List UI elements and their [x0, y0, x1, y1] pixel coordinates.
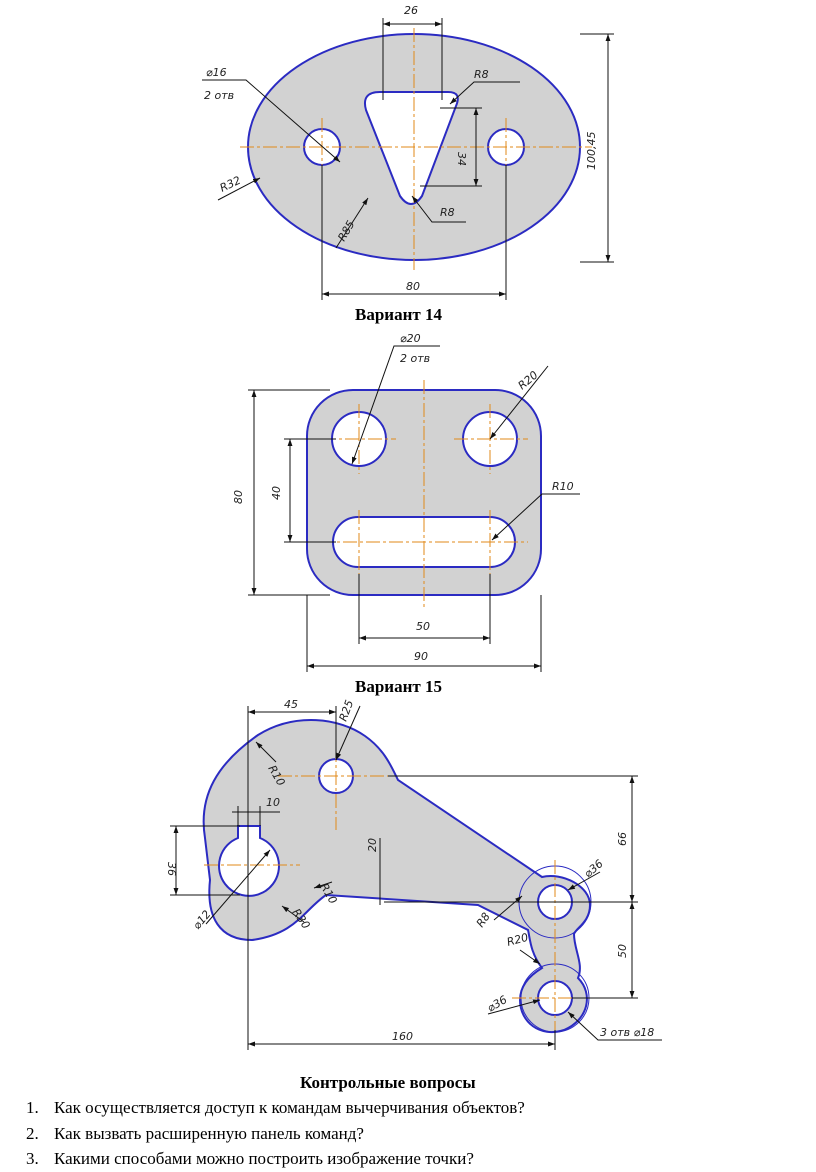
v16-dim-50: 50 — [616, 944, 629, 958]
v14-dim-r32: R32 — [218, 174, 243, 195]
v14-triangular-cutout — [364, 91, 459, 205]
v16-dim-10: 10 — [266, 796, 280, 809]
v14-dim-26: 26 — [404, 4, 418, 17]
question-number: 1. — [26, 1098, 39, 1117]
v14-dim-r8-bottom: R8 — [440, 206, 455, 219]
v16-dim-r20: R20 — [505, 931, 529, 949]
v16-keyed-bore — [218, 825, 280, 897]
variant-14-caption: Вариант 14 — [355, 305, 442, 324]
v16-dim-20: 20 — [366, 838, 379, 852]
variant-15-caption: Вариант 15 — [355, 677, 442, 696]
v15-dim-r20: R20 — [516, 368, 541, 392]
question-item: 3. Какими способами можно построить изобр… — [26, 1149, 474, 1169]
v16-dim-36-left: 36 — [165, 862, 178, 876]
v16-dim-phi36-top: ⌀36 — [582, 857, 606, 880]
v14-dim-r8-top: R8 — [474, 68, 489, 81]
question-item: 1. Как осуществляется доступ к командам в… — [26, 1098, 525, 1118]
question-number: 3. — [26, 1149, 39, 1168]
questions-title: Контрольные вопросы — [300, 1073, 476, 1092]
v15-dim-50: 50 — [416, 620, 430, 633]
question-text: Как вызвать расширенную панель команд? — [54, 1124, 364, 1143]
question-text: Как осуществляется доступ к командам выч… — [54, 1098, 525, 1117]
v14-dim-2holes: 2 отв — [204, 89, 234, 102]
v16-dim-3holes: 3 отв ⌀18 — [600, 1026, 654, 1039]
question-item: 2. Как вызвать расширенную панель команд? — [26, 1124, 364, 1144]
v16-dim-66: 66 — [616, 832, 629, 846]
v14-dim-100-45: 100,45 — [585, 132, 598, 171]
v15-dim-phi20: ⌀20 — [400, 332, 421, 345]
v15-dim-r10: R10 — [552, 480, 574, 493]
v14-dim-80: 80 — [406, 280, 420, 293]
question-text: Какими способами можно построить изображ… — [54, 1149, 474, 1168]
v16-dim-45: 45 — [284, 698, 298, 711]
v15-dim-40: 40 — [270, 486, 283, 500]
v16-lever-body — [202, 719, 592, 1033]
v16-dim-r25: R25 — [337, 698, 357, 723]
v15-dim-2holes: 2 отв — [400, 352, 430, 365]
v16-dim-phi12: ⌀12 — [190, 908, 213, 932]
v16-dim-160: 160 — [392, 1030, 413, 1043]
v14-dim-34: 34 — [455, 152, 468, 166]
variant-16-drawing: 45 R25 R10 10 36 20 66 R10 ⌀36 ⌀12 R30 R… — [165, 698, 662, 1050]
v15-dim-90: 90 — [414, 650, 428, 663]
v16-dim-r8: R8 — [474, 910, 493, 929]
variant-15-drawing: ⌀20 2 отв R20 80 40 R10 50 90 — [232, 332, 580, 672]
v14-dim-phi16: ⌀16 — [206, 66, 227, 79]
v15-dim-80: 80 — [232, 490, 245, 504]
question-number: 2. — [26, 1124, 39, 1143]
variant-14-drawing: 26 ⌀16 2 отв R8 R32 34 100,45 R85 R8 80 — [202, 4, 614, 300]
